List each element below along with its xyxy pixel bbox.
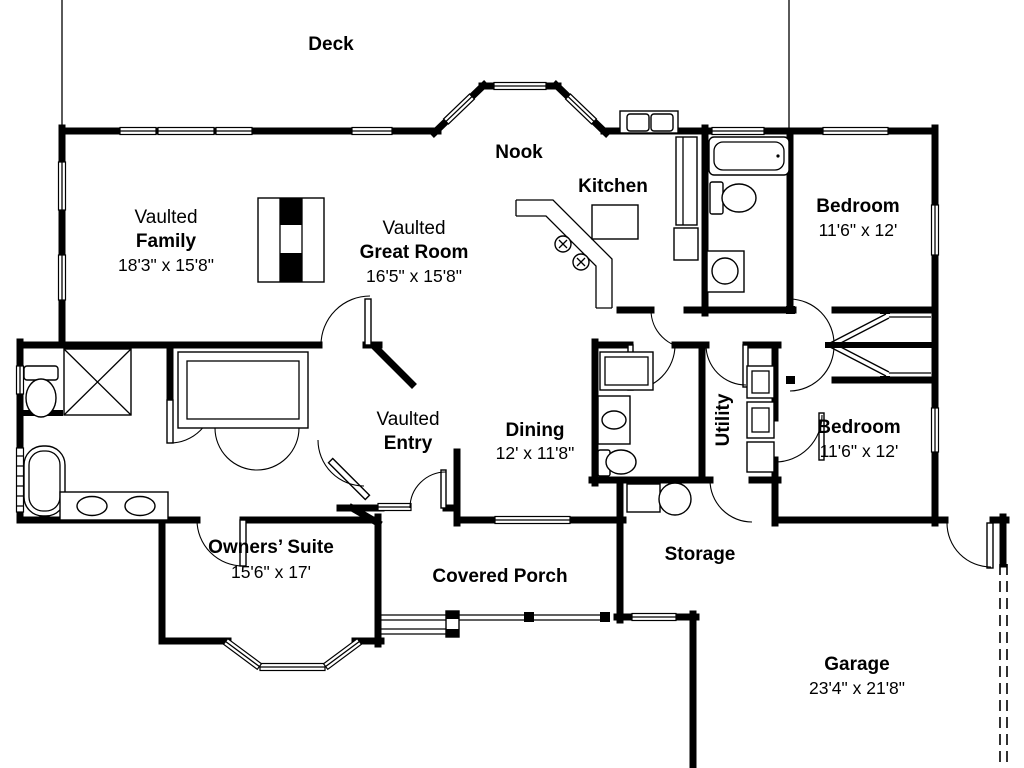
svg-text:Vaulted: Vaulted (376, 409, 439, 430)
toilet (23, 365, 59, 381)
storage-fixtures (626, 482, 692, 516)
svg-text:11'6" x 12': 11'6" x 12' (819, 220, 898, 240)
soaking-tub (23, 445, 66, 517)
svg-text:Owners’ Suite: Owners’ Suite (208, 537, 334, 558)
water-heater (658, 482, 692, 516)
svg-text:15'6" x 17': 15'6" x 17' (231, 562, 311, 582)
svg-text:23'4" x 21'8": 23'4" x 21'8" (809, 678, 905, 698)
walk-in-closet (177, 351, 309, 429)
room-label-entry: Vaulted Entry (376, 409, 439, 454)
room-label-dining: Dining 12' x 11'8" (496, 420, 575, 463)
kitchen-sink (626, 113, 650, 132)
room-label-utility: Utility (713, 393, 734, 446)
room-label-nook: Nook (495, 142, 543, 163)
svg-text:Great Room: Great Room (360, 242, 469, 263)
room-label-bedroom-2: Bedroom 11'6" x 12' (817, 417, 900, 461)
garage-entry-door-leaf (986, 522, 994, 569)
kitchen-counter (675, 136, 698, 226)
porch-post (524, 612, 534, 622)
svg-text:Vaulted: Vaulted (382, 218, 445, 239)
porch-post (600, 612, 610, 622)
great-room-door-leaf (364, 298, 372, 346)
svg-text:Family: Family (136, 231, 197, 252)
furnace (626, 483, 661, 513)
room-label-kitchen: Kitchen (578, 176, 648, 197)
kitchen-fixtures (515, 110, 699, 309)
bedroom2-door-leaf (818, 412, 825, 461)
hall-bath-lower-fixtures (597, 351, 654, 477)
svg-text:Bedroom: Bedroom (817, 417, 900, 438)
utility-fixtures (746, 365, 775, 473)
room-label-family: Vaulted Family 18'3" x 15'8" (118, 207, 214, 275)
front-door-leaf (440, 469, 447, 509)
svg-text:Entry: Entry (384, 433, 433, 454)
svg-text:11'6" x 12': 11'6" x 12' (820, 441, 899, 461)
room-label-covered-porch: Covered Porch (432, 566, 567, 587)
shower (599, 351, 654, 391)
room-label-owners-suite: Owners’ Suite 15'6" x 17' (208, 537, 334, 582)
svg-text:Bedroom: Bedroom (816, 196, 899, 217)
bathtub (708, 136, 790, 176)
svg-text:Garage: Garage (824, 654, 889, 675)
interior-walls (17, 124, 939, 624)
bedroom-closets (829, 313, 931, 377)
room-label-storage: Storage (665, 544, 736, 565)
room-label-garage: Garage 23'4" x 21'8" (809, 654, 905, 698)
fireplace (257, 197, 325, 283)
svg-text:16'5" x 15'8": 16'5" x 15'8" (366, 266, 462, 286)
svg-text:18'3" x 15'8": 18'3" x 15'8" (118, 255, 214, 275)
refrigerator (673, 227, 699, 261)
room-label-great-room: Vaulted Great Room 16'5" x 15'8" (360, 218, 469, 286)
svg-text:12' x 11'8": 12' x 11'8" (496, 443, 575, 463)
room-label-deck: Deck (308, 34, 354, 55)
exterior-walls (16, 80, 1010, 768)
room-labels: Deck Nook Kitchen Vaulted Family 18'3" x… (118, 34, 905, 698)
covered-porch-structure (378, 610, 610, 638)
toilet (709, 181, 724, 215)
hall-bath-upper-fixtures (706, 136, 790, 293)
doors (166, 295, 994, 569)
cooktop-peninsula (516, 199, 613, 308)
svg-text:Vaulted: Vaulted (134, 207, 197, 228)
utility-cabinet (746, 441, 775, 473)
deck-outline (61, 0, 790, 128)
entry-angled-door-leaf (327, 457, 371, 501)
svg-text:Dining: Dining (505, 420, 564, 441)
master-bath-door-leaf (166, 399, 174, 444)
room-label-bedroom-1: Bedroom 11'6" x 12' (816, 196, 899, 240)
master-bath-fixtures (23, 348, 309, 521)
windows (15, 81, 940, 672)
kitchen-island (591, 204, 639, 240)
